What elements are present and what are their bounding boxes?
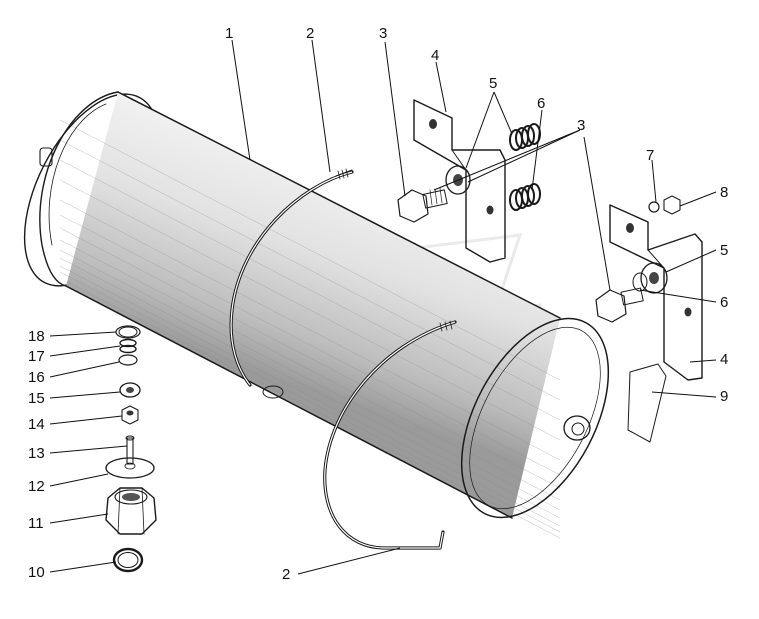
tank-bottom-boss [262, 385, 284, 399]
bracket-hole [429, 119, 437, 129]
nut-8 [663, 195, 681, 215]
bolt-upper [397, 187, 448, 223]
callout-13: 13 [28, 445, 45, 462]
leader-8 [679, 191, 717, 207]
rubber-pad-9 [627, 363, 667, 443]
leader-18 [49, 331, 117, 337]
leader-6-right [639, 289, 717, 303]
bolt-right [595, 287, 644, 323]
leader-12 [49, 473, 109, 487]
tank-outlet-fitting [563, 415, 591, 441]
leader-17 [49, 345, 121, 357]
leader-11 [49, 513, 109, 524]
spring-upper-1 [509, 123, 541, 151]
tank-right-end-cap [460, 317, 610, 519]
bracket-upper [413, 99, 506, 263]
bracket-right [609, 204, 703, 381]
callout-labels: 1 2 3 4 5 6 3 3 7 8 5 6 4 9 2 18 17 16 1… [28, 25, 728, 583]
callout-6-upper: 6 [537, 95, 545, 112]
mounting-strap-lower [323, 320, 457, 550]
body-11 [105, 487, 157, 535]
leader-5-upper-a [465, 91, 495, 169]
callout-2-lower: 2 [282, 566, 290, 583]
leader-3-mid-b [467, 129, 581, 183]
leader-9 [651, 391, 717, 398]
callout-4-right: 4 [720, 351, 728, 368]
leader-lines [49, 39, 717, 575]
callout-10: 10 [28, 564, 45, 581]
leader-5-right [665, 249, 717, 273]
callout-15: 15 [28, 390, 45, 407]
washer-right [632, 262, 668, 294]
callout-12: 12 [28, 478, 45, 495]
callout-8: 8 [720, 184, 728, 201]
callout-5-upper: 5 [489, 75, 497, 92]
stem-13 [125, 435, 135, 465]
leader-4-right [689, 359, 717, 363]
leader-13 [49, 445, 128, 454]
cap-18 [115, 325, 141, 339]
valve-disc-12 [105, 457, 155, 479]
disc-16 [118, 354, 138, 366]
spring-17 [119, 338, 137, 354]
leader-4-upper [435, 61, 447, 113]
spring-upper-2 [509, 183, 541, 211]
callout-18: 18 [28, 328, 45, 345]
callout-7: 7 [646, 147, 654, 164]
callout-5-right: 5 [720, 242, 728, 259]
mounting-strap-upper [229, 168, 354, 387]
gasket-10 [112, 547, 144, 573]
washer-15 [119, 382, 141, 398]
leader-2-upper [311, 39, 331, 173]
left-end-fitting [39, 147, 53, 167]
nut-14 [121, 405, 139, 425]
callout-9: 9 [720, 388, 728, 405]
leader-3-mid-a [433, 129, 581, 191]
leader-14 [49, 415, 123, 425]
callout-4-upper: 4 [431, 47, 439, 64]
leader-2-lower [297, 547, 401, 575]
leader-3-right [583, 136, 611, 291]
leader-15 [49, 391, 121, 399]
leader-1 [231, 39, 251, 161]
leader-16 [49, 361, 120, 378]
callout-3-mid: 3 [577, 117, 585, 134]
callout-2-upper: 2 [306, 25, 314, 42]
callout-17: 17 [28, 348, 45, 365]
callout-16: 16 [28, 369, 45, 386]
leader-5-upper-b [493, 91, 513, 135]
leader-10 [49, 561, 117, 573]
callout-14: 14 [28, 416, 45, 433]
callout-1: 1 [225, 25, 233, 42]
tank-shading-lines [59, 119, 561, 539]
air-tank-body [23, 91, 561, 539]
leader-3-upper [384, 41, 406, 197]
spring-washer-7 [648, 201, 660, 213]
leader-7 [651, 159, 657, 203]
callout-3-upper: 3 [379, 25, 387, 42]
callout-11: 11 [28, 515, 44, 532]
callout-6-right: 6 [720, 294, 728, 311]
